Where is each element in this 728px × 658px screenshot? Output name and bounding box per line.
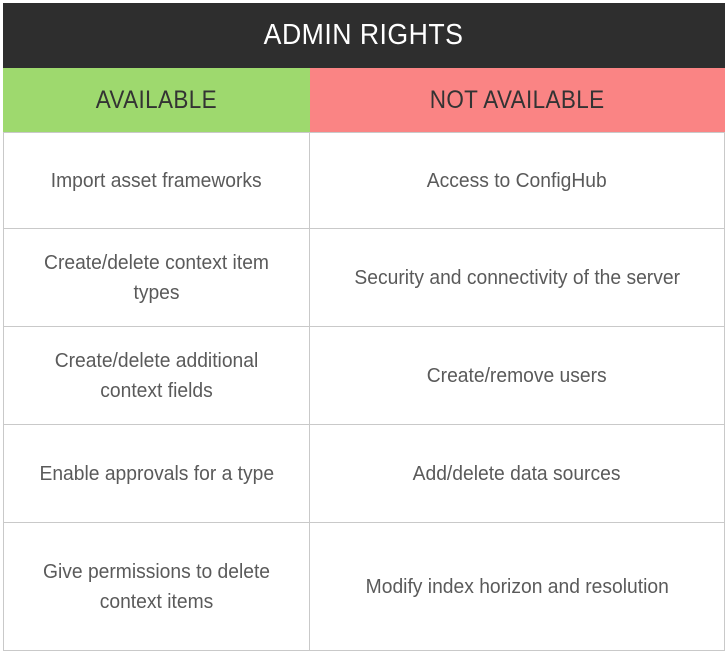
cell-not-available: Add/delete data sources [310,425,725,522]
page-title: ADMIN RIGHTS [264,19,464,51]
cell-text: Enable approvals for a type [39,461,274,485]
cell-available: Give permissions to delete context items [3,523,310,650]
cell-text: Security and connectivity of the server [354,265,680,289]
column-header-not-available-label: NOT AVAILABLE [430,85,605,114]
cell-text: Create/delete context item types [44,251,269,304]
cell-text: Create/delete additional context fields [54,349,259,402]
table-row: Create/delete context item types Securit… [3,229,725,327]
column-header-available: AVAILABLE [3,68,310,132]
cell-text: Create/remove users [427,363,607,387]
cell-available: Create/delete context item types [3,229,310,326]
cell-available: Create/delete additional context fields [3,327,310,424]
cell-not-available: Security and connectivity of the server [310,229,725,326]
table-row: Import asset frameworks Access to Config… [3,133,725,229]
cell-text: Give permissions to delete context items [42,560,271,613]
cell-text: Add/delete data sources [413,461,621,485]
table-row: Give permissions to delete context items… [3,523,725,651]
cell-text: Access to ConfigHub [427,168,607,192]
cell-text: Import asset frameworks [51,168,262,192]
table-body: Import asset frameworks Access to Config… [3,132,725,651]
cell-available: Import asset frameworks [3,133,310,228]
cell-text: Modify index horizon and resolution [365,574,669,598]
cell-available: Enable approvals for a type [3,425,310,522]
table-title-bar: ADMIN RIGHTS [3,3,725,68]
column-header-not-available: NOT AVAILABLE [310,68,725,132]
admin-rights-table: ADMIN RIGHTS AVAILABLE NOT AVAILABLE Imp… [3,3,725,652]
table-row: Enable approvals for a type Add/delete d… [3,425,725,523]
cell-not-available: Access to ConfigHub [310,133,725,228]
column-header-row: AVAILABLE NOT AVAILABLE [3,68,725,132]
column-header-available-label: AVAILABLE [95,85,218,114]
cell-not-available: Modify index horizon and resolution [310,523,725,650]
cell-not-available: Create/remove users [310,327,725,424]
table-row: Create/delete additional context fields … [3,327,725,425]
